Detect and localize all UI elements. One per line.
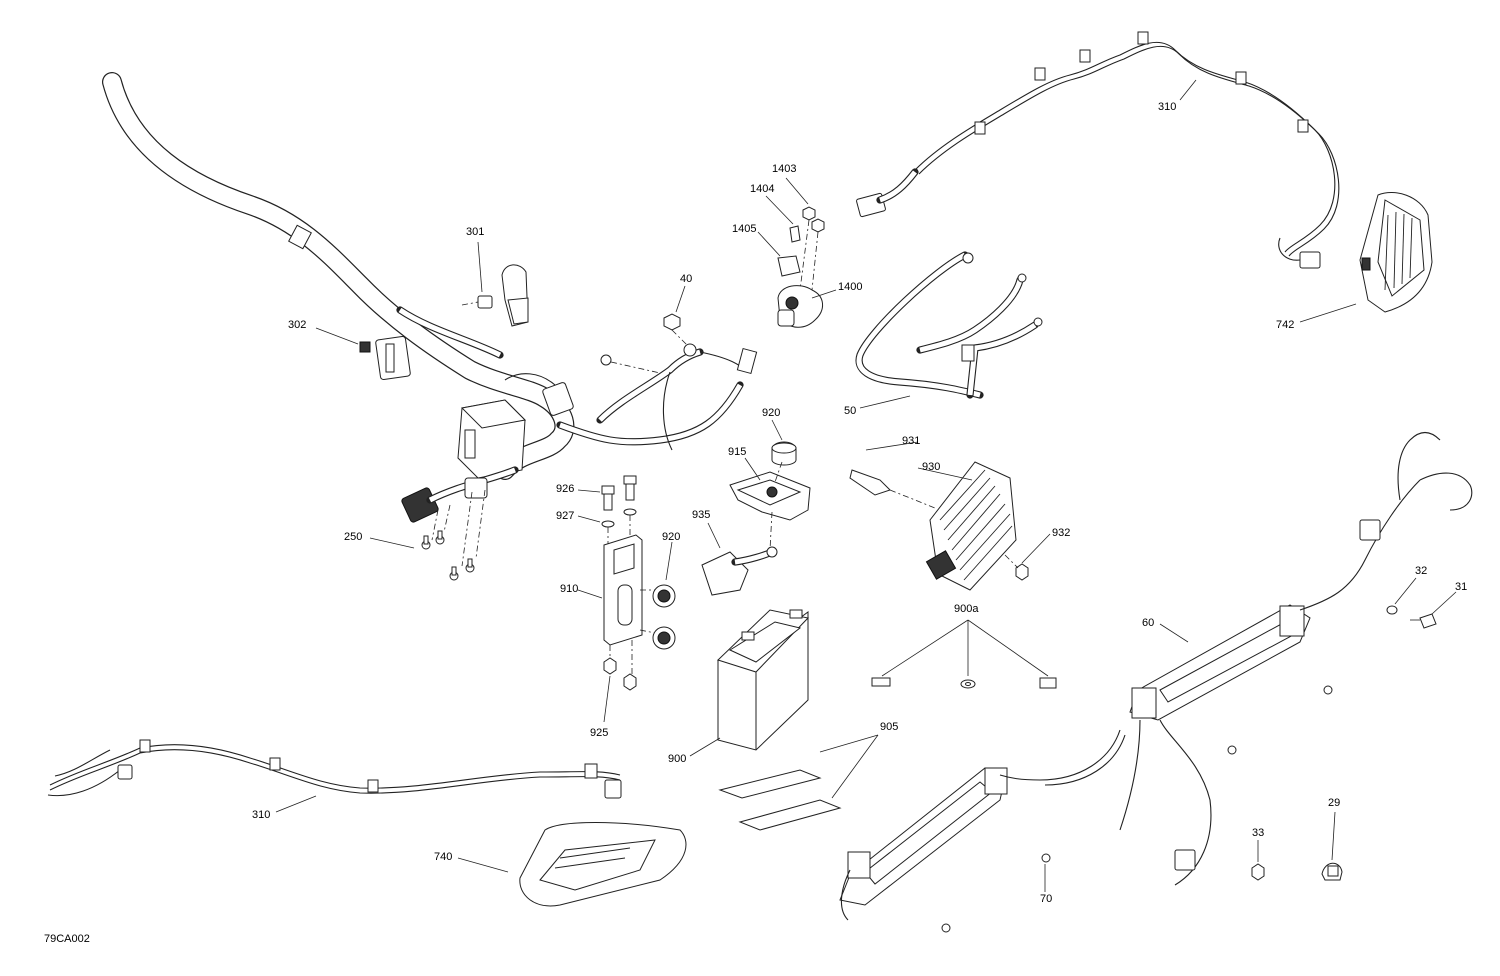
battery-cable-50 [855,251,1043,399]
nuts-925 [603,657,637,691]
leader-lines [275,79,1457,892]
rubber-bumpers-920 [652,584,676,650]
callout-31: 31 [1455,581,1467,593]
callout-927: 927 [556,510,574,522]
callout-920-side: 920 [662,531,680,543]
sensor-assembly [777,206,825,328]
callout-932: 932 [1052,527,1070,539]
callout-910: 910 [560,583,578,595]
battery-clamp-915 [729,461,811,551]
callout-50: 50 [844,405,856,417]
callout-302: 302 [288,319,306,331]
callout-930: 930 [922,461,940,473]
cable-935 [701,546,778,596]
callout-925: 925 [590,727,608,739]
callout-1400: 1400 [838,281,862,293]
fasteners-right [941,605,1437,933]
harness-310-top [856,31,1340,269]
callout-900: 900 [668,753,686,765]
battery-900 [717,609,809,751]
figure-id: 79CA002 [44,933,90,945]
callout-915: 915 [728,446,746,458]
callout-935: 935 [692,509,710,521]
callout-1405: 1405 [732,223,756,235]
callout-70: 70 [1040,893,1052,905]
bracket-910 [603,534,661,675]
headlight-742 [1359,192,1433,313]
callout-33: 33 [1252,827,1264,839]
callout-740: 740 [434,851,452,863]
voltage-regulator-930 [849,461,1029,591]
callout-1403: 1403 [772,163,796,175]
callout-29: 29 [1328,797,1340,809]
callout-32: 32 [1415,565,1427,577]
hardware-900a [871,677,1057,689]
battery-pads-905 [718,769,842,831]
bracket-302 [359,335,411,381]
callout-301: 301 [466,226,484,238]
callout-920-top: 920 [762,407,780,419]
callout-905: 905 [880,721,898,733]
bracket-301 [461,264,529,327]
fuse-box [401,399,527,523]
callout-742: 742 [1276,319,1294,331]
callout-40: 40 [680,273,692,285]
harness-60 [839,431,1473,921]
callout-310-bottom: 310 [252,809,270,821]
callout-1404: 1404 [750,183,774,195]
screws-250 [421,530,475,581]
callout-931: 931 [902,435,920,447]
rubber-bumper-920-top [771,441,797,466]
bolts-926 [601,475,637,545]
ground-cable [600,313,758,375]
main-wiring-harness [102,72,744,480]
callout-60: 60 [1142,617,1154,629]
callout-310-top: 310 [1158,101,1176,113]
light-740 [519,822,687,907]
callout-900a: 900a [954,603,979,615]
harness-310-bottom [47,739,622,799]
harness-connector [542,382,574,416]
callout-250: 250 [344,531,362,543]
callout-labels: 301 302 250 40 1403 1404 1405 1400 50 31… [44,101,1467,945]
callout-926: 926 [556,483,574,495]
